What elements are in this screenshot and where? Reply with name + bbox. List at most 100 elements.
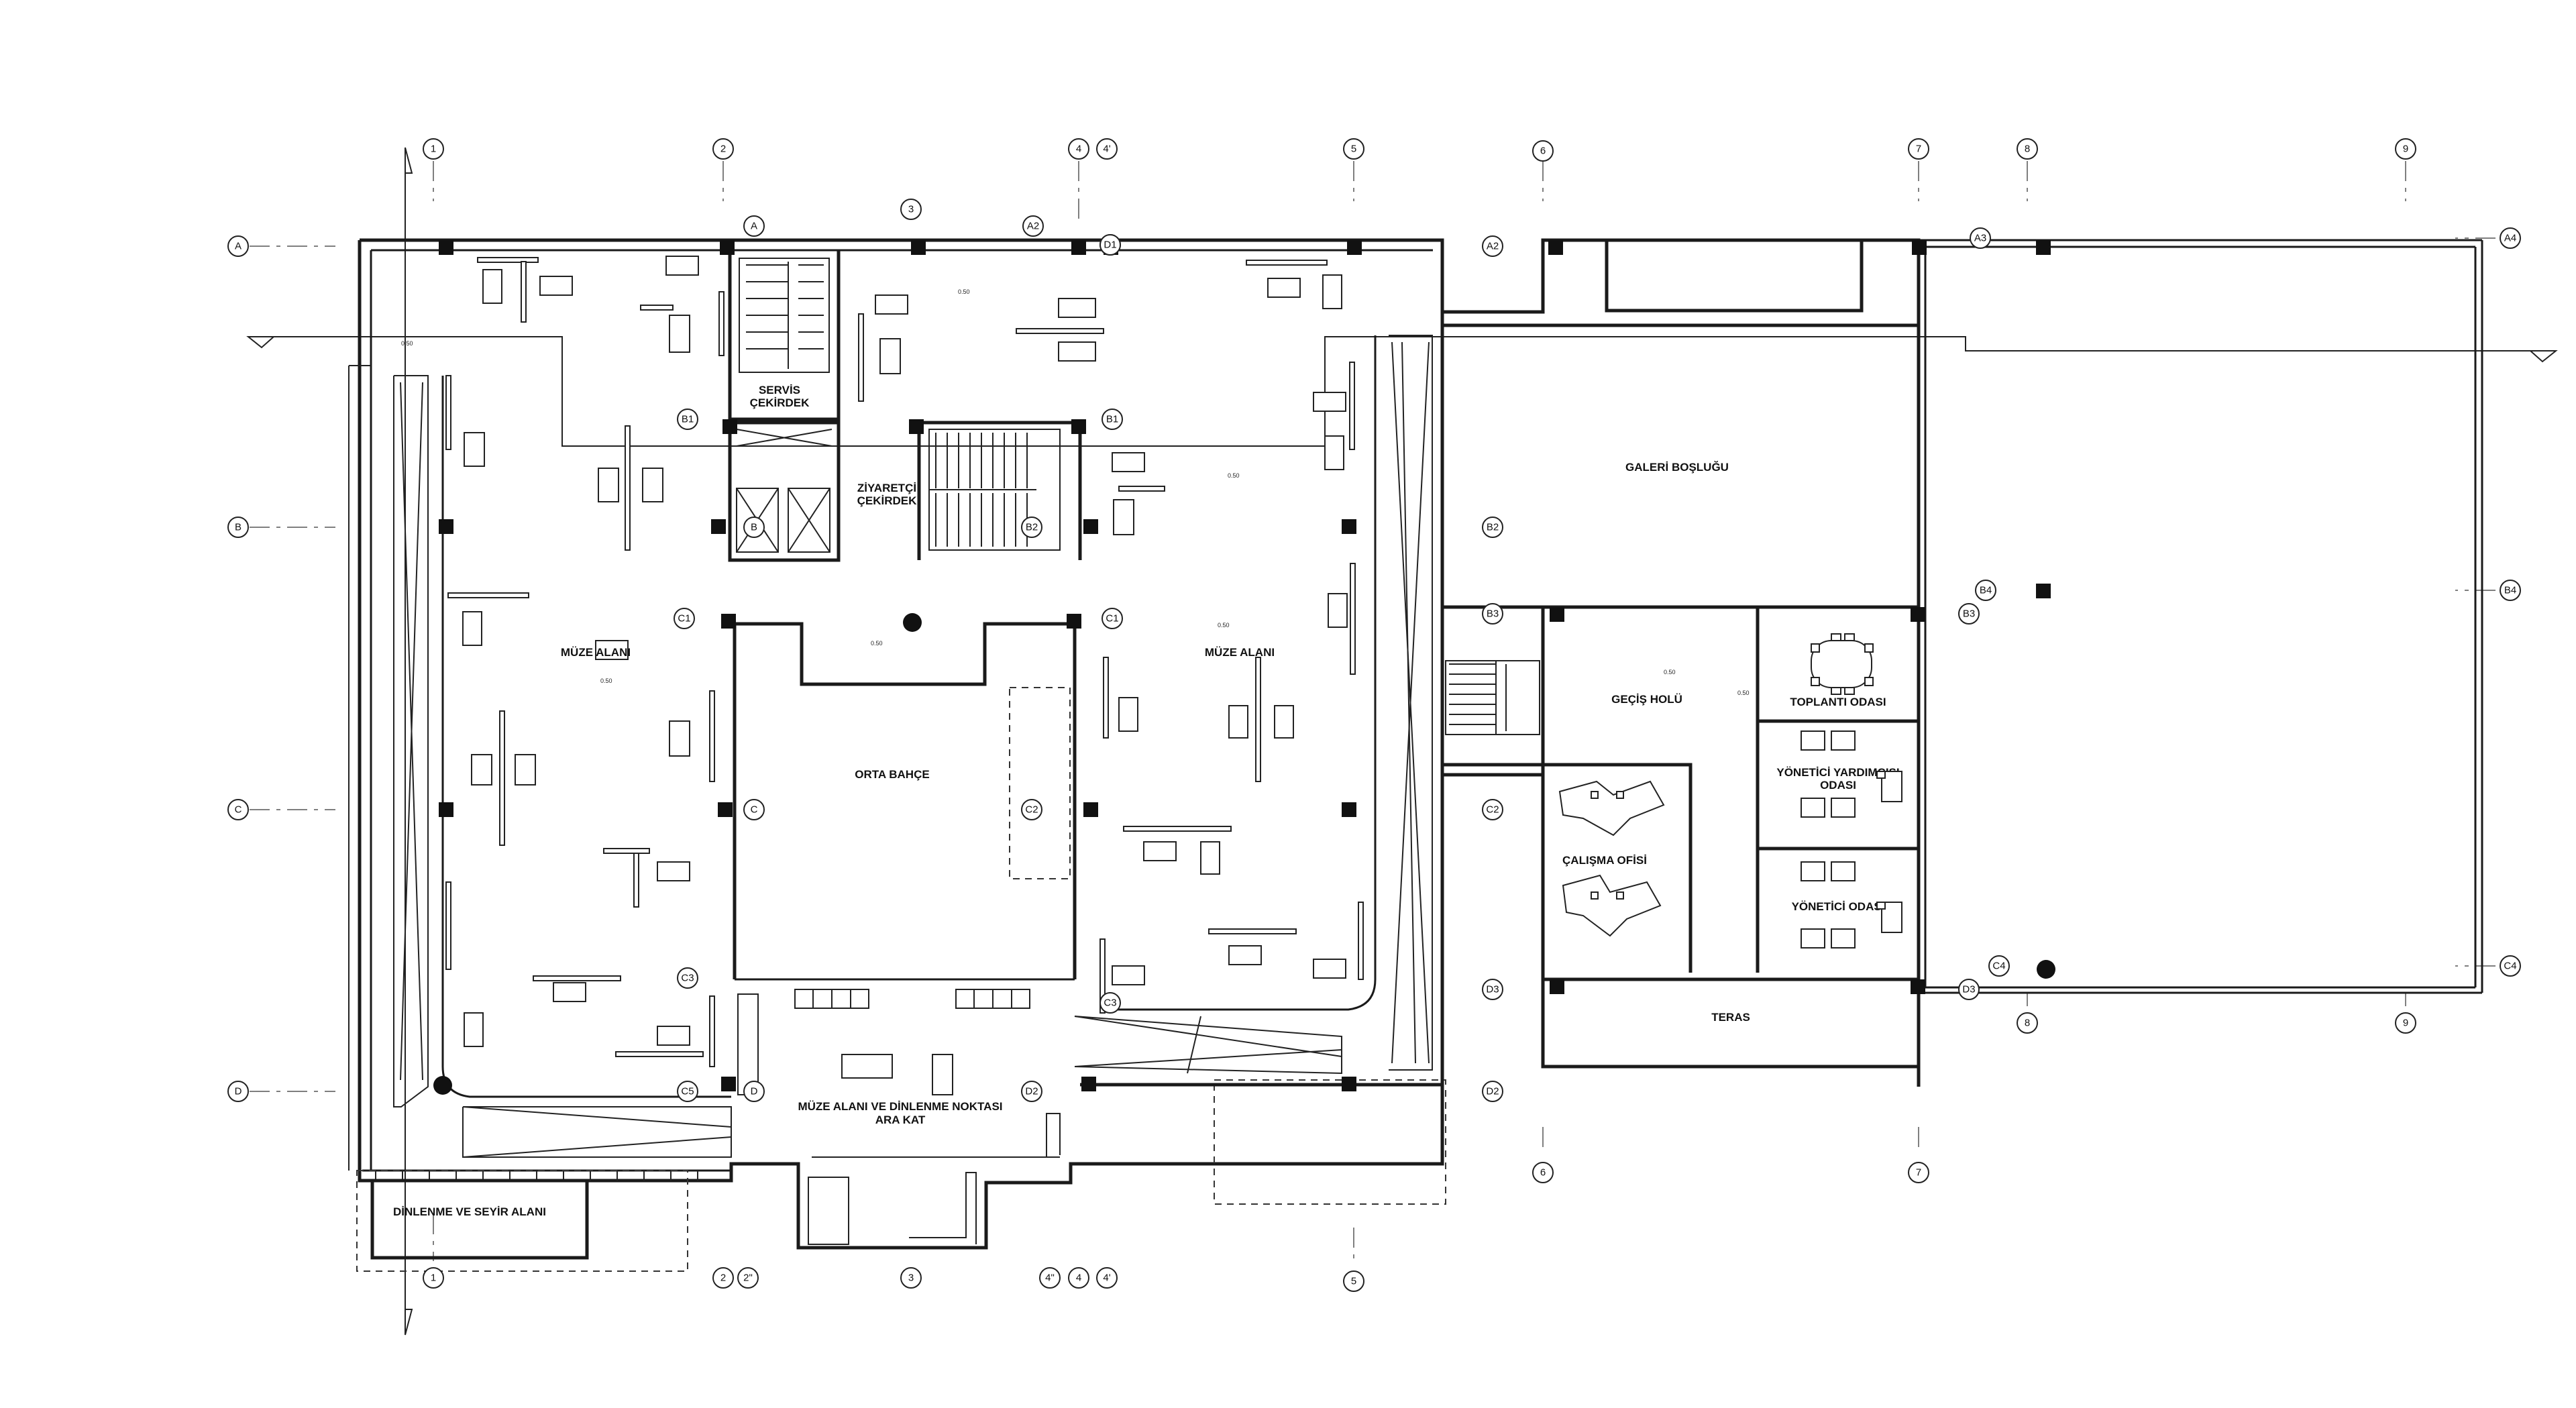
grid-bubble: A: [743, 215, 765, 237]
level-marker: 0.50: [1218, 622, 1230, 629]
grid-bubble: C5: [677, 1081, 698, 1102]
grid-bubble: B1: [677, 409, 698, 430]
room-yonetici: YÖNETİCİ ODASI: [1792, 900, 1885, 913]
grid-bubble: 9: [2395, 1012, 2416, 1034]
grid-bubbles-inner: B1 B1 B2 B C1 C1 C C2 C3 C3 C5 D D2 D2 A…: [674, 234, 2521, 1102]
grid-bubble: D: [227, 1081, 249, 1102]
level-marker: 0.50: [871, 640, 883, 647]
svg-text:B3: B3: [1487, 608, 1499, 620]
svg-text:B4: B4: [1980, 585, 1992, 596]
room-orta-bahce: ORTA BAHÇE: [855, 768, 929, 781]
room-ziyaretci-line2: ÇEKİRDEK: [857, 494, 918, 507]
grid-bubble: 6: [1532, 1162, 1554, 1183]
svg-text:A3: A3: [1974, 233, 1986, 244]
room-toplanti: TOPLANTI ODASI: [1790, 696, 1886, 708]
grid-bubble: C2: [1482, 799, 1503, 820]
grid-bubble: 4": [1039, 1267, 1061, 1289]
grid-bubble: C: [227, 799, 249, 820]
svg-text:4": 4": [1045, 1272, 1055, 1284]
room-muze-right: MÜZE ALANI: [1205, 646, 1275, 659]
grid-bubble: 1: [423, 138, 444, 160]
grid-bubble: B3: [1482, 603, 1503, 625]
svg-text:C: C: [751, 804, 758, 816]
grid-bubble: A2: [1482, 235, 1503, 257]
svg-text:C4: C4: [2504, 961, 2516, 972]
svg-text:C1: C1: [678, 613, 690, 625]
svg-text:D2: D2: [1025, 1086, 1038, 1097]
svg-text:B2: B2: [1026, 522, 1038, 533]
grid-bubble: C1: [674, 608, 695, 629]
room-dinlenme-seyir: DİNLENME VE SEYİR ALANI: [393, 1205, 546, 1218]
section-lines: [246, 147, 2558, 1336]
grid-bubble: D3: [1482, 979, 1503, 1000]
room-ziyaretci-line1: ZİYARETÇİ: [857, 482, 916, 494]
grid-bubble: 1: [423, 1267, 444, 1289]
svg-text:3: 3: [908, 204, 914, 215]
grid-bubble: C3: [677, 967, 698, 989]
level-marker: 0.50: [1228, 472, 1240, 479]
svg-text:4': 4': [1103, 144, 1110, 155]
elevator-core: [728, 421, 841, 562]
office-block: GALERİ BOŞLUĞU GEÇİŞ HOLÜ TOPLANTI ODASI…: [1440, 238, 2483, 1087]
svg-text:C5: C5: [681, 1086, 694, 1097]
room-muze-left: MÜZE ALANI: [561, 646, 631, 659]
visitor-core: ZİYARETÇİ ÇEKİRDEK: [857, 421, 1082, 560]
svg-text:C2: C2: [1025, 804, 1038, 816]
room-calisma: ÇALIŞMA OFİSİ: [1562, 854, 1647, 867]
svg-text:B2: B2: [1487, 522, 1499, 533]
display-panels: [445, 256, 1364, 1067]
grid-bubble: B: [227, 517, 249, 538]
grid-bubble: 2": [737, 1267, 759, 1289]
grid-bubble: 2: [712, 138, 734, 160]
grid-bubble: B2: [1482, 517, 1503, 538]
grid-bubble: C3: [1099, 992, 1121, 1014]
grid-bubble: D3: [1958, 979, 1980, 1000]
svg-text:D: D: [235, 1086, 242, 1097]
level-markers: 0.50 0.50 0.50 0.50 0.50 0.50 0.50 0.50: [401, 288, 1750, 696]
svg-text:9: 9: [2403, 144, 2408, 155]
bottom-ramp: [362, 1106, 732, 1181]
grid-bubble: 4': [1096, 1267, 1118, 1289]
grid-bubble: 4: [1068, 1267, 1089, 1289]
grid-bubble: 5: [1343, 138, 1364, 160]
grid-bubble: 4: [1068, 138, 1089, 160]
svg-text:B1: B1: [682, 414, 694, 425]
grid-bubble: C4: [2500, 955, 2521, 977]
room-galeri: GALERİ BOŞLUĞU: [1625, 461, 1729, 474]
level-marker: 0.50: [401, 340, 413, 347]
svg-text:D1: D1: [1104, 239, 1116, 251]
svg-text:8: 8: [2025, 1018, 2030, 1029]
rest-area: DİNLENME VE SEYİR ALANI: [356, 1170, 688, 1272]
svg-text:C3: C3: [1104, 997, 1116, 1009]
grid-bubble: 3: [900, 1267, 922, 1289]
svg-text:2: 2: [720, 144, 726, 155]
grid-bubble: C2: [1021, 799, 1042, 820]
courtyard: ORTA BAHÇE: [733, 622, 1077, 981]
grid-bubbles-bottom: 1 2 2" 3 4" 4 4' 5 6 7 8 9: [423, 1012, 2416, 1292]
grid-bubble: 7: [1908, 138, 1929, 160]
room-teras: TERAS: [1711, 1011, 1750, 1024]
grid-bubble: 3: [900, 199, 922, 220]
svg-text:4': 4': [1103, 1272, 1110, 1284]
svg-text:C: C: [235, 804, 242, 816]
svg-text:B3: B3: [1963, 608, 1975, 620]
svg-text:A4: A4: [2504, 233, 2516, 244]
grid-bubble: B: [743, 517, 765, 538]
grid-bubble: 5: [1343, 1270, 1364, 1292]
svg-text:A2: A2: [1487, 241, 1499, 252]
grid-bubble: 2: [712, 1267, 734, 1289]
svg-text:A2: A2: [1027, 221, 1039, 232]
svg-text:5: 5: [1351, 144, 1356, 155]
svg-text:3: 3: [908, 1272, 914, 1284]
svg-text:C3: C3: [681, 973, 694, 984]
svg-text:C1: C1: [1106, 613, 1118, 625]
svg-text:B: B: [751, 522, 757, 533]
room-yonetici-yard-line1: YÖNETİCİ YARDIMCISI: [1776, 766, 1899, 779]
service-core: SERVİS ÇEKİRDEK: [728, 250, 841, 421]
grid-bubble: A4: [2500, 227, 2521, 249]
level-marker: 0.50: [958, 288, 970, 295]
grid-bubble: C: [743, 799, 765, 820]
grid-bubbles-left: A B C D: [227, 235, 249, 1102]
grid-bubbles-top: 1 2 4 4' 5 6 7 8 9: [423, 138, 2416, 162]
svg-text:8: 8: [2025, 144, 2030, 155]
